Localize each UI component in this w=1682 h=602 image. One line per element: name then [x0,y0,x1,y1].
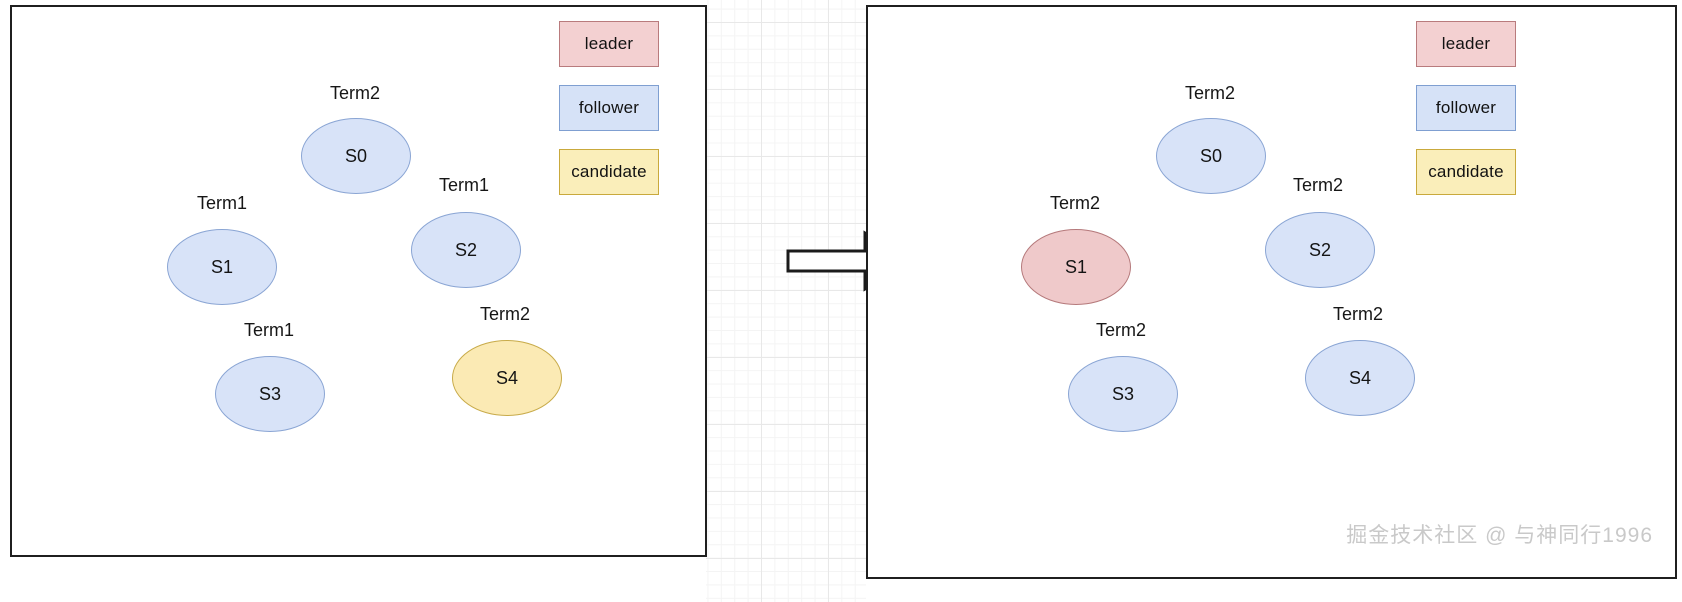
term-label-s2-after: Term2 [1293,175,1344,195]
node-s1[interactable]: S1 [167,229,277,305]
node-s4-after-label: S4 [1348,367,1372,388]
node-s2-after[interactable]: S2 [1265,212,1375,288]
term-label-s4: Term2 [480,304,531,324]
term-label-s4-after: Term2 [1333,304,1384,324]
legend-chip-follower-label: follower [578,98,640,117]
legend-chip-follower-after-label: follower [1435,98,1497,117]
legend-chip-leader[interactable]: leader [559,21,659,67]
node-s0-after[interactable]: S0 [1156,118,1266,194]
term-label-s1: Term1 [197,193,248,213]
graph-paper-background [706,0,866,602]
term-label-s0: Term2 [330,83,381,103]
term-label-s2: Term1 [439,175,490,195]
legend-chip-leader-label: leader [584,34,634,53]
panel-after-election: leader follower candidate Term2 S0 Term2… [866,5,1677,579]
legend-chip-candidate[interactable]: candidate [559,149,659,195]
node-s1-after-label: S1 [1064,256,1088,277]
node-s1-after[interactable]: S1 [1021,229,1131,305]
term-label-s1-after: Term2 [1050,193,1101,213]
legend-chip-candidate-after[interactable]: candidate [1416,149,1516,195]
node-s3-after-label: S3 [1111,383,1135,404]
legend-chip-follower-after[interactable]: follower [1416,85,1516,131]
node-s3-after[interactable]: S3 [1068,356,1178,432]
node-s4-label: S4 [495,367,519,388]
node-s4[interactable]: S4 [452,340,562,416]
watermark: 掘金技术社区 @ 与神同行1996 [1346,524,1653,547]
legend-chip-candidate-label: candidate [571,162,647,181]
node-s0-after-label: S0 [1199,145,1223,166]
legend-chip-candidate-after-label: candidate [1428,162,1504,181]
node-s1-label: S1 [210,256,234,277]
node-s4-after[interactable]: S4 [1305,340,1415,416]
legend-chip-leader-after[interactable]: leader [1416,21,1516,67]
term-label-s3: Term1 [244,320,295,340]
node-s0[interactable]: S0 [301,118,411,194]
node-s0-label: S0 [344,145,368,166]
node-s2[interactable]: S2 [411,212,521,288]
node-s2-label: S2 [454,239,478,260]
legend-chip-leader-after-label: leader [1441,34,1491,53]
legend-chip-follower[interactable]: follower [559,85,659,131]
panel-before-election: leader follower candidate Term2 S0 Term1… [10,5,707,557]
node-s3-label: S3 [258,383,282,404]
term-label-s3-after: Term2 [1096,320,1147,340]
node-s2-after-label: S2 [1308,239,1332,260]
node-s3[interactable]: S3 [215,356,325,432]
term-label-s0-after: Term2 [1185,83,1236,103]
